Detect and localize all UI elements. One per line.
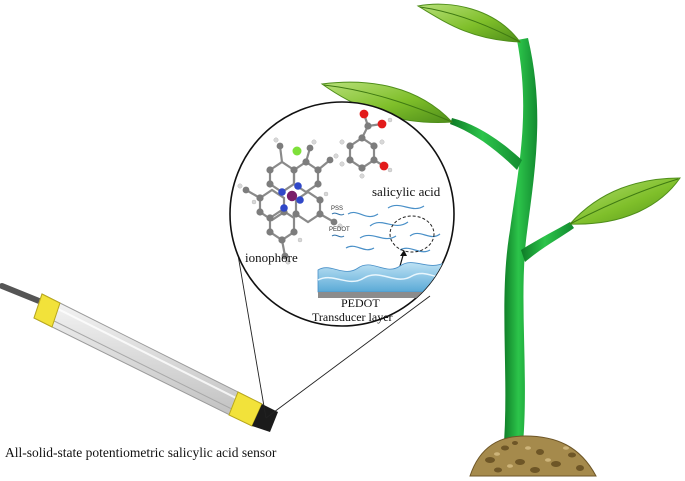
leaf-right xyxy=(568,177,681,225)
zoom-ellipse xyxy=(389,215,435,253)
electrode-tip xyxy=(252,404,278,432)
molecule-icon xyxy=(237,137,343,265)
metal-center xyxy=(286,190,298,202)
electrode-wire xyxy=(0,283,47,306)
plant-branch-right xyxy=(521,222,574,262)
plant-icon xyxy=(320,3,681,477)
label-transducer-layer: Transducer layer xyxy=(312,310,393,324)
magnifier-circle: salicylic acid ionophore PSS PEDOT PEDOT… xyxy=(229,101,455,327)
chlorine-atom xyxy=(292,146,302,156)
caption: All-solid-state potentiometric salicylic… xyxy=(5,445,277,460)
label-pss: PSS xyxy=(331,206,343,212)
soil-mound xyxy=(469,435,597,477)
label-pedot: PEDOT xyxy=(341,296,380,310)
electrode-band-left xyxy=(33,293,61,328)
zoom-line-lower xyxy=(265,295,431,419)
salicylic-acid-molecule xyxy=(339,109,393,179)
label-pedot-small: PEDOT xyxy=(329,227,350,233)
leaf-top xyxy=(416,3,522,43)
pedot-layer-illustration xyxy=(317,204,451,298)
electrode-icon xyxy=(0,283,278,432)
plant-stem xyxy=(503,38,538,455)
label-ionophore: ionophore xyxy=(245,250,298,265)
plant-branch-left xyxy=(450,118,522,170)
label-salicylic-acid: salicylic acid xyxy=(372,184,441,199)
